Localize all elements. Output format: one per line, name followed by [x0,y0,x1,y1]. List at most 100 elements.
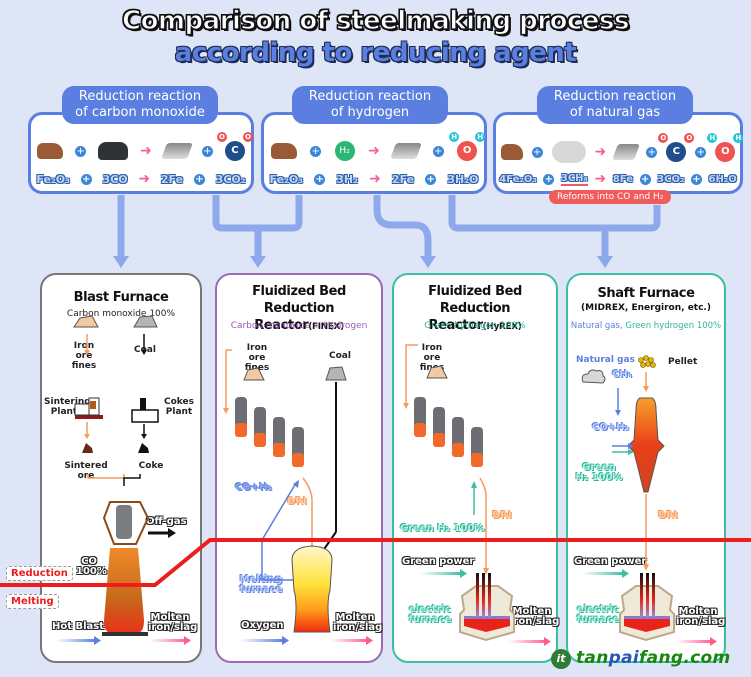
panel-subtitle: Carbon monoxide + Hydrogen [230,321,368,331]
plus-icon: + [695,146,707,158]
reform-note-badge: Reforms into CO and H₂ [549,190,672,204]
co-h2-label: CO+H₂ [235,482,272,493]
panel-subtitle: Natural gas, Green hydrogen 100% [568,321,724,331]
oxygen-atom-icon: O [242,132,253,142]
reaction-label-line1: Reduction reaction [308,89,432,104]
molten-output-arrow [330,639,368,642]
reaction-label-line2: of carbon monoxide [75,105,205,120]
electric-furnace-icon [459,585,515,642]
dri-label: DRI [287,496,307,507]
green-h2-label: Green H₂ 100% [400,523,485,534]
panel-title: Fluidized Bed Reduction Reactor(HyREX) [394,283,556,336]
arrowhead-finex [250,256,266,268]
molecule-center-label: O [721,146,730,157]
natural-gas-cloud-icon [581,369,606,384]
dri-label: DRI [492,510,512,521]
panel-title-line1: Fluidized Bed [252,284,346,299]
equation-term: 3CO₂ [215,172,246,186]
panel-title: Shaft Furnace [597,286,695,301]
equation-term: Fe₂O₃ [36,172,70,186]
electric-furnace-shaft [582,569,717,646]
sintering-plant-label: Sintering Plant [44,397,91,417]
electric-furnace-hyrex [420,569,551,646]
reaction-icons: + H₂ ➜ + O H H [264,132,486,161]
coke-label: Coke [138,461,164,471]
reactor-vessel-icon [292,427,304,467]
equation-term: 3CO [102,172,128,186]
panel-title: Blast Furnace [73,290,169,305]
arrowhead-shaft [597,256,613,268]
panel-title-line2: Reduction Reactor [254,301,335,333]
arrow-right-icon: ➜ [140,143,152,159]
electric-furnace-label: electric furnace [408,604,452,625]
iron-ore-fines-label: Iron ore fines [71,341,97,371]
watermark-part: fang.com [638,648,731,668]
iron-ore-icon [500,144,523,160]
coal-pile-icon [133,315,158,328]
watermark-part: tan [576,648,609,668]
shaft-furnace-icon [627,397,665,493]
cokes-plant-label: Cokes Plant [164,397,194,417]
reaction-box-natural-gas: + ➜ + C O O + O H H 4Fe₂O₃ + 3CH₄ ➜ 8Fe … [493,112,744,194]
plus-icon: + [531,146,543,158]
sintered-ore-label: Sintered ore [64,461,108,481]
stage-tag-reduction: Reduction [6,566,73,581]
sintering-plant-icon [74,397,103,419]
pellet-icon [638,355,656,368]
iron-ore-pile-icon [73,315,99,328]
sintered-ore-icon [82,443,93,453]
panel-title-line2: Reduction Reactor [428,301,511,333]
reactor-vessel-icon [273,417,285,457]
reaction-label-natural-gas: Reduction reaction of natural gas [537,86,693,124]
subtitle-natural-gas: Natural gas, [570,321,623,331]
molten-output-arrow [676,640,712,643]
arrow-right-icon: ➜ [594,171,607,187]
finex-reactors [223,349,373,645]
panel-title-line1: Fluidized Bed [428,284,522,299]
pellet-label: Pellet [668,357,698,367]
equation-term: 3H₂ [336,172,358,186]
equation-co: Fe₂O₃ + 3CO ➜ 2Fe + 3CO₂ [31,171,251,187]
molecule-center-label: C [672,146,680,157]
connector-ng-to-shaft [448,195,661,258]
panel-subtitle: Green hydrogen 100% [424,321,526,331]
offgas-arrow [168,528,176,538]
panel-subtitle: Carbon monoxide 100% [66,309,176,319]
reaction-label-line1: Reduction reaction [553,89,677,104]
green-power-label: Green power [574,556,647,567]
arrow-right-icon: ➜ [138,171,151,187]
reaction-label-h2: Reduction reaction of hydrogen [292,86,448,124]
equation-term: 4Fe₂O₃ [499,173,537,185]
water-molecule-icon: O H H [707,133,744,162]
watermark-text: tanpaifang.com [576,648,730,668]
hydrogen-molecule-icon: H₂ [334,141,355,161]
coke-icon [138,443,149,453]
electric-furnace-label: electric furnace [576,604,620,625]
reduction-melting-boundary-line [0,538,751,587]
stage-tag-melting: Melting [6,594,59,609]
reaction-label-line2: of natural gas [569,105,661,120]
green-power-label: Green power [402,556,475,567]
plus-icon: + [646,146,658,158]
coal-pile-icon [325,366,347,381]
green-power-arrow [420,572,462,575]
reaction-icons: + ➜ + C O O + O H H [496,133,744,163]
molten-iron-slag-label: Molten iron/slag [148,612,198,633]
green-h2-label: Green H₂ 100% [575,462,623,483]
equation-term: 8Fe [612,173,633,185]
melting-furnace-label: Melting furnace [239,574,283,595]
green-power-arrow [582,572,624,575]
ch4-label: CH₄ [612,369,633,380]
equation-natural-gas: 4Fe₂O₃ + 3CH₄ ➜ 8Fe + 3CO₂ + 6H₂O [496,171,740,187]
plus-icon: + [75,145,87,157]
oxygen-label: Oxygen [241,620,284,631]
molecule-center-label: O [462,145,472,156]
co-100-label: CO 100% [76,556,107,577]
reactor-vessel-icon [254,407,266,447]
reaction-label-line1: Reduction reaction [78,89,202,104]
plus-icon: + [690,173,702,185]
oxygen-arrow [240,639,284,642]
co2-molecule-icon: C O O [658,133,695,162]
